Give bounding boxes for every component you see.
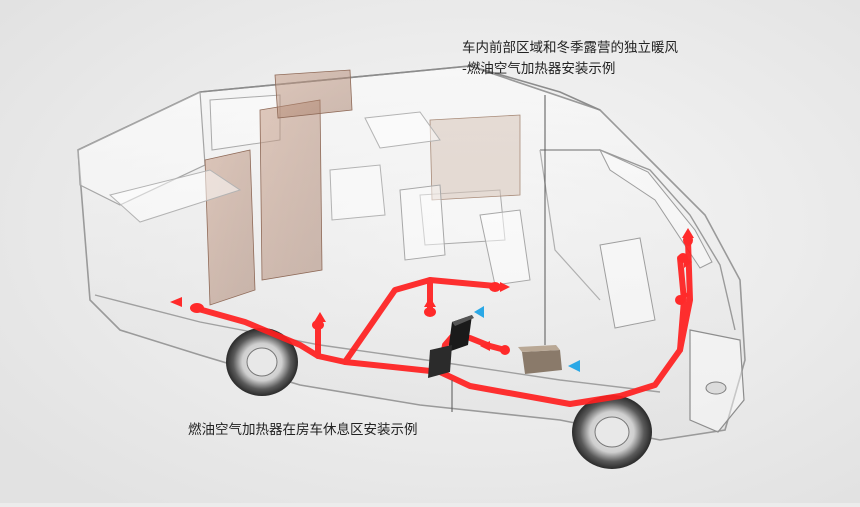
arrow-out-icon bbox=[480, 341, 490, 351]
arrow-out-icon bbox=[684, 256, 692, 268]
outlet-seat bbox=[489, 282, 501, 292]
front-heater-caption-line2: -燃油空气加热器安装示例 bbox=[462, 61, 616, 77]
front-heater-caption: 车内前部区域和冬季露营的独立暖风 -燃油空气加热器安装示例 bbox=[462, 38, 678, 80]
outlet-mid bbox=[424, 307, 436, 317]
outlet-rear-left bbox=[190, 303, 204, 313]
arrow-out-icon bbox=[314, 312, 326, 322]
arrow-out-icon bbox=[424, 297, 436, 307]
arrow-in-icon bbox=[474, 306, 484, 318]
interior-furniture bbox=[108, 69, 656, 329]
arrow-in-icon bbox=[568, 360, 580, 372]
rear-wheel bbox=[226, 328, 298, 396]
rear-fuel-air-heater bbox=[428, 315, 474, 378]
outlet-front-heater bbox=[500, 345, 510, 355]
outlet-rear-center bbox=[312, 320, 324, 330]
arrow-out-icon bbox=[682, 228, 694, 238]
arrow-out-icon bbox=[682, 290, 690, 300]
front-fuel-air-heater bbox=[518, 345, 562, 374]
front-wheel bbox=[572, 395, 652, 469]
airflow-out-arrows bbox=[170, 228, 694, 351]
front-heater-caption-line1: 车内前部区域和冬季露营的独立暖风 bbox=[462, 40, 678, 56]
airflow-in-arrows bbox=[474, 306, 580, 372]
arrow-out-icon bbox=[500, 282, 510, 292]
rear-heater-caption: 燃油空气加热器在房车休息区安装示例 bbox=[188, 422, 418, 438]
arrow-out-icon bbox=[170, 297, 182, 307]
